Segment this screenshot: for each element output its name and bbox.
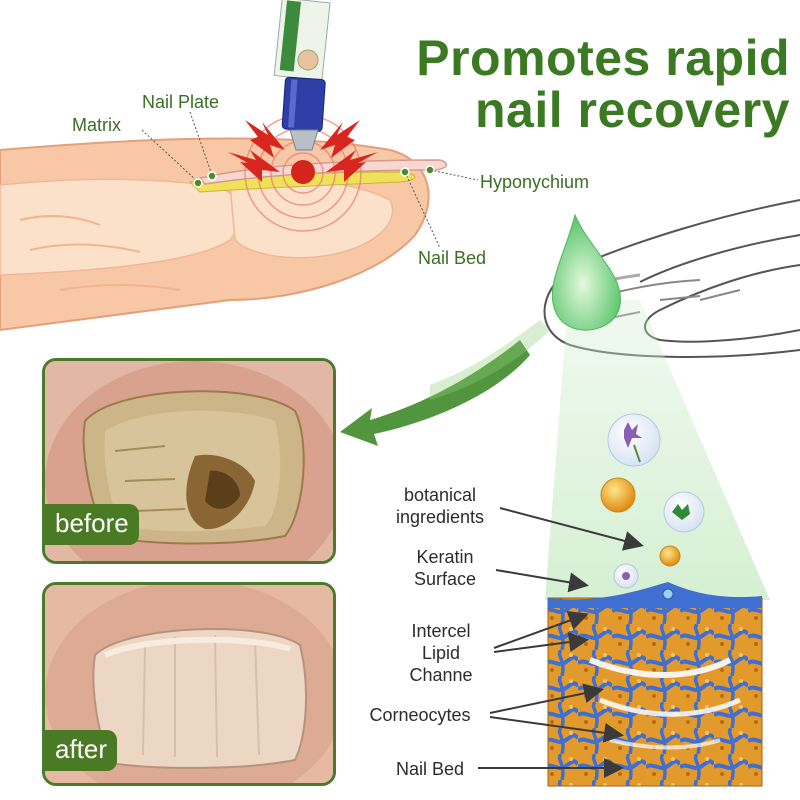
target-dot <box>291 160 315 184</box>
headline-line-1: Promotes rapid <box>416 30 790 86</box>
label-nail-bed-finger: Nail Bed <box>418 248 487 268</box>
headline: Promotes rapid nail recovery <box>380 32 790 136</box>
label-lipid-line-1: Intercel <box>411 621 471 641</box>
serum-drop <box>551 213 621 331</box>
label-hyponychium: Hyponychium <box>480 172 590 192</box>
label-lipid-line-3: Channe <box>409 665 473 685</box>
label-keratin-line-1: Keratin <box>416 547 474 567</box>
after-badge: after <box>45 730 118 771</box>
applicator-pen <box>273 0 331 151</box>
label-keratin-surface: Keratin Surface <box>390 546 500 590</box>
headline-line-2: nail recovery <box>474 82 790 138</box>
label-botanical-ingredients: botanical ingredients <box>370 484 510 528</box>
before-badge: before <box>45 504 139 545</box>
label-botanical-line-2: ingredients <box>395 507 485 527</box>
label-corneocytes: Corneocytes <box>369 705 471 725</box>
label-botanical-line-1: botanical <box>403 485 477 505</box>
finger-illustration <box>0 137 448 332</box>
label-nail-bed-layer: Nail Bed <box>395 759 465 779</box>
red-arrows <box>228 120 378 182</box>
label-matrix: Matrix <box>72 115 121 135</box>
label-intercel-lipid-channe: Intercel Lipid Channe <box>386 620 496 686</box>
layer-pointers <box>478 507 644 778</box>
green-curved-arrow <box>340 340 530 446</box>
label-keratin-line-2: Surface <box>413 569 477 589</box>
botanical-bubbles <box>600 413 705 589</box>
finger-label-pointers <box>141 111 479 249</box>
nail-layer-block <box>547 582 763 787</box>
label-lipid-line-2: Lipid <box>421 643 461 663</box>
label-nail-plate: Nail Plate <box>142 92 220 112</box>
